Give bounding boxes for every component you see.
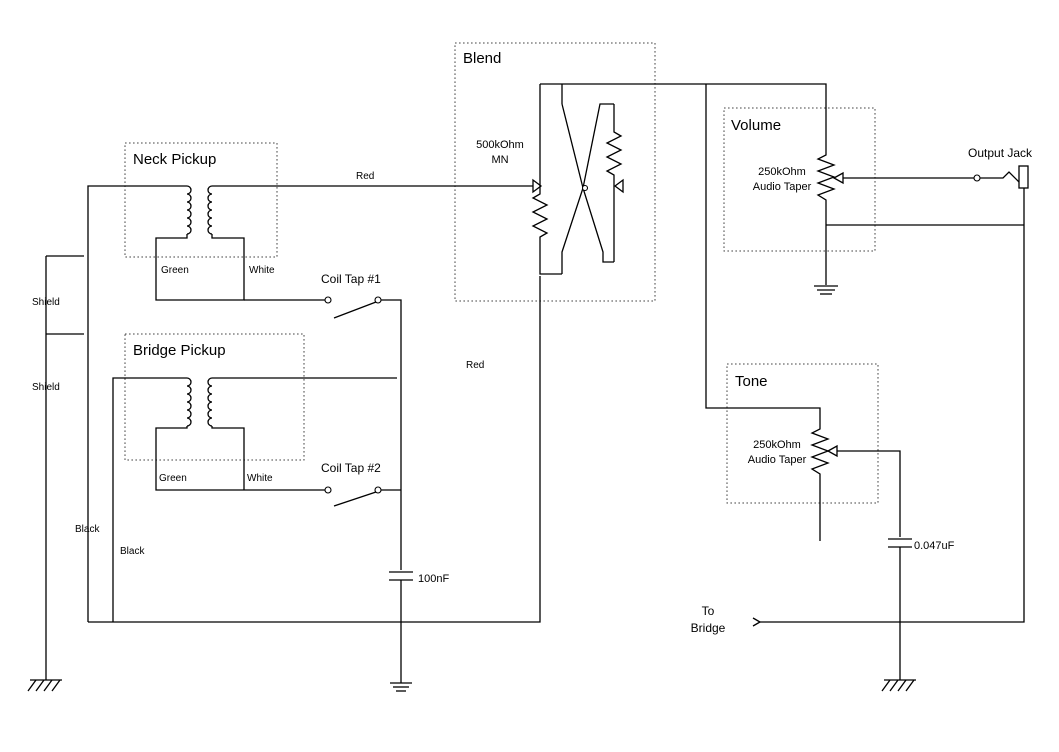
tone-pot-taper: Audio Taper [748, 454, 807, 466]
tap-ground-symbol [390, 682, 412, 692]
shield-wires [45, 255, 84, 680]
bridge-white-label: White [247, 473, 273, 484]
neck-pickup-box [124, 142, 278, 258]
bridge-hot-wire-label: Red [466, 360, 484, 371]
volume-pot-taper: Audio Taper [753, 181, 812, 193]
tone-pot-value: 250kOhm [753, 439, 801, 451]
neck-pickup-coil [87, 185, 533, 622]
tone-box [726, 363, 879, 504]
bridge-pickup-title: Bridge Pickup [133, 342, 226, 359]
volume-pot [816, 152, 1024, 285]
tap-capacitor [389, 571, 413, 683]
black-label-2: Black [120, 546, 145, 557]
neck-hot-wire-label: Red [356, 171, 374, 182]
coil-tap-2-label: Coil Tap #2 [321, 461, 381, 475]
blend-pot-value: 500kOhm [476, 139, 524, 151]
output-jack [752, 165, 1029, 627]
tone-capacitor [888, 538, 912, 680]
coil-tap-2-switch [324, 486, 401, 507]
tone-feed-wire [705, 84, 821, 426]
neck-green-label: Green [161, 265, 189, 276]
common-black-wire [88, 276, 541, 623]
shield-label-1: Shield [32, 297, 60, 308]
blend-box [454, 42, 656, 302]
output-jack-label: Output Jack [968, 146, 1033, 160]
shield-label-2: Shield [32, 382, 60, 393]
neck-pickup-title: Neck Pickup [133, 151, 216, 168]
coil-tap-1-label: Coil Tap #1 [321, 272, 381, 286]
to-bridge-label-line1: To [702, 604, 715, 618]
volume-ground-symbol [814, 285, 838, 295]
bridge-green-label: Green [159, 473, 187, 484]
volume-title: Volume [731, 117, 781, 134]
blend-title: Blend [463, 50, 501, 67]
to-bridge-label-line2: Bridge [691, 621, 726, 635]
bridge-pickup-coil [112, 377, 397, 622]
blend-pot [531, 84, 624, 275]
tone-capacitor-label: 0.047uF [914, 540, 955, 552]
bridge-pickup-box [124, 333, 305, 461]
blend-output-wire [540, 83, 827, 152]
shield-ground-symbol [27, 679, 62, 692]
volume-pot-value: 250kOhm [758, 166, 806, 178]
tone-pot [810, 426, 901, 541]
neck-white-label: White [249, 265, 275, 276]
tap-capacitor-label: 100nF [418, 573, 449, 585]
tone-title: Tone [735, 373, 768, 390]
blend-pot-type: MN [491, 154, 508, 166]
volume-box [723, 107, 876, 252]
coil-tap-1-switch [244, 296, 402, 570]
black-label-1: Black [75, 524, 100, 535]
tone-ground-symbol [881, 679, 916, 692]
